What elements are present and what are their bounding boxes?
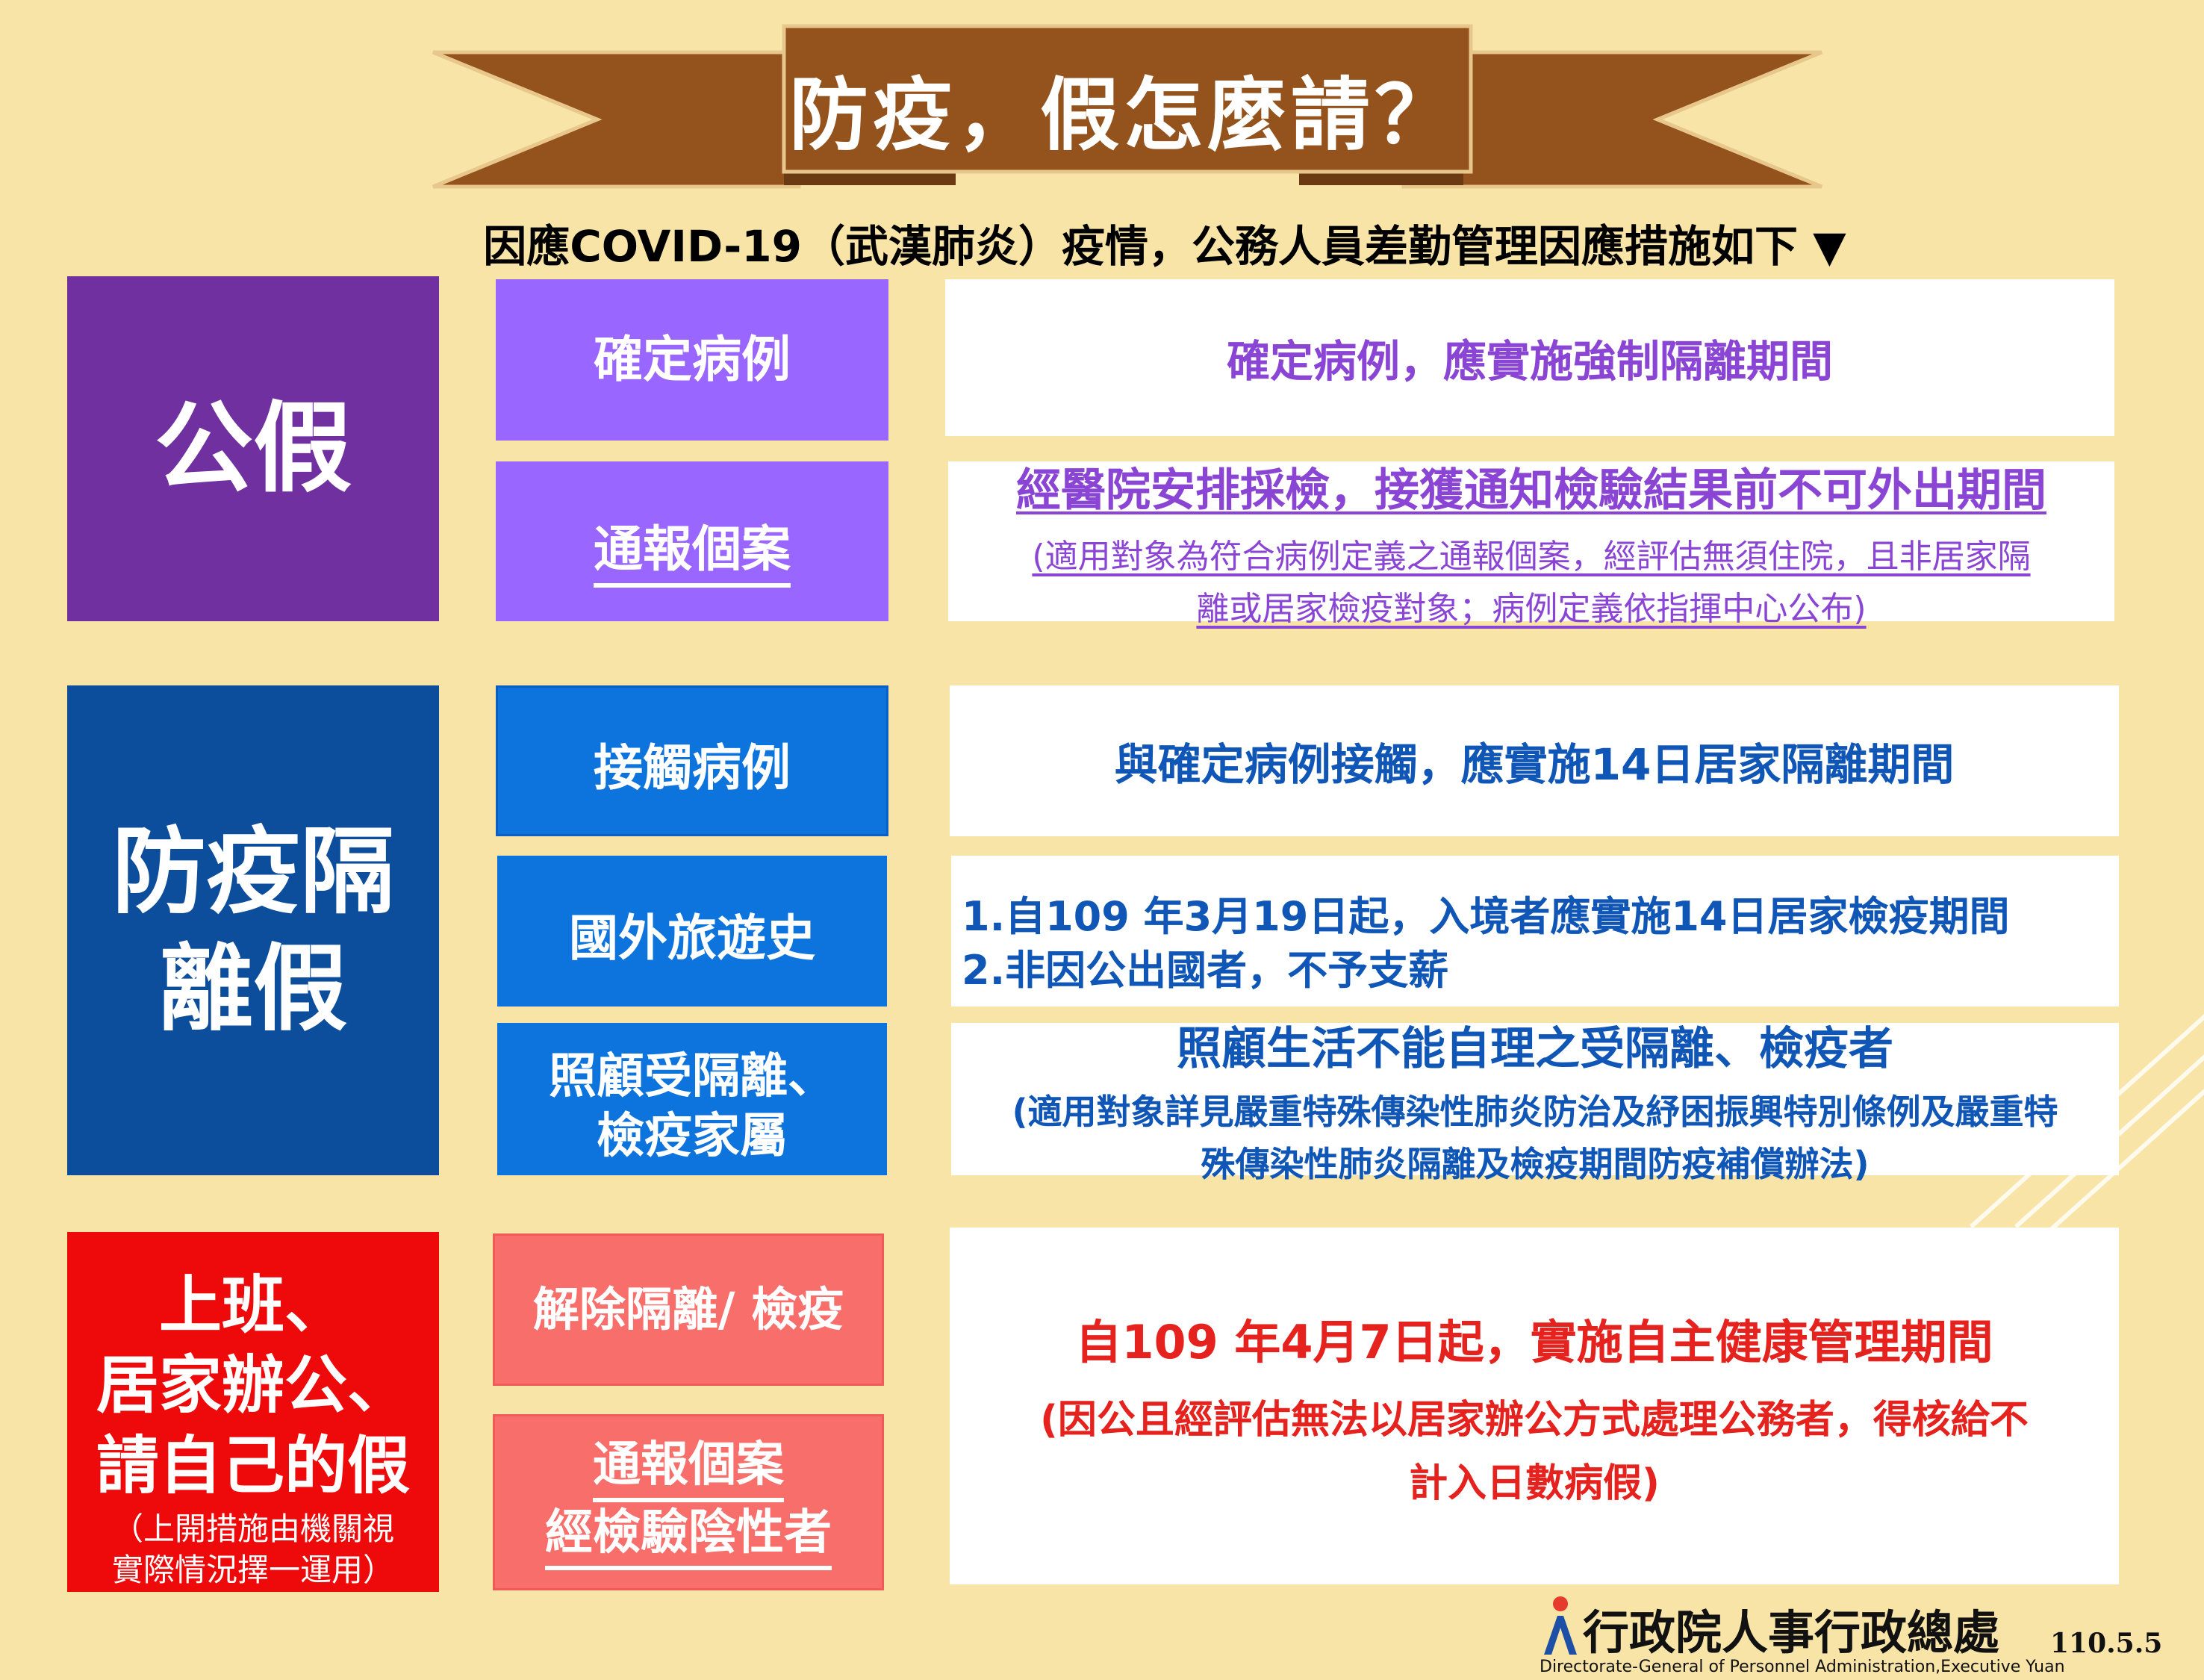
- desc-contact-case: 與確定病例接觸，應實施14日居家隔離期間: [950, 685, 2119, 836]
- desc-care-family: 照顧生活不能自理之受隔離、檢疫者 (適用對象詳見嚴重特殊傳染性肺炎防治及紓困振興…: [951, 1023, 2119, 1184]
- category-official-leave-label: 公假: [155, 391, 352, 506]
- desc-reported-case-main: 經醫院安排採檢，接獲通知檢驗結果前不可外出期間: [1016, 464, 2046, 517]
- label-care-family-line-2: 檢疫家屬: [597, 1109, 788, 1164]
- desc-travel-history: 1.自109 年3月19日起，入境者應實施14日居家檢疫期間 2.非因公出國者，…: [951, 856, 2119, 1007]
- desc-reported-case-note-2: 離或居家檢疫對象；病例定義依指揮中心公布): [1196, 589, 1867, 628]
- label-reported-negative-line-2: 經檢驗陰性者: [545, 1502, 832, 1571]
- travel-history-item-1: 1.自109 年3月19日起，入境者應實施14日居家檢疫期間: [962, 893, 2010, 940]
- desc-confirmed-case: 確定病例，應實施強制隔離期間: [945, 279, 2114, 436]
- label-reported-case: 通報個案: [496, 461, 888, 621]
- desc-care-family-main: 照顧生活不能自理之受隔離、檢疫者: [1177, 1022, 1893, 1075]
- category-official-leave: 公假: [67, 276, 439, 621]
- category-work-line-1: 上班、: [158, 1268, 347, 1342]
- desc-self-health-note-2: 計入日數病假): [1409, 1461, 1660, 1506]
- page-subtitle: 因應COVID-19（武漢肺炎）疫情，公務人員差勤管理因應措施如下 ▼: [483, 221, 1846, 272]
- label-release-quarantine-text: 解除隔離/ 檢疫: [532, 1281, 844, 1337]
- desc-contact-case-text: 與確定病例接觸，應實施14日居家隔離期間: [1114, 739, 1955, 790]
- desc-care-family-note-2: 殊傳染性肺炎隔離及檢疫期間防疫補償辦法): [1201, 1143, 1870, 1184]
- category-work-note-line-1: （上開措施由機關視: [111, 1511, 394, 1548]
- desc-self-health-note-1: (因公且經評估無法以居家辦公方式處理公務者，得核給不: [1040, 1398, 2029, 1443]
- label-confirmed-case: 確定病例: [496, 279, 888, 441]
- desc-care-family-note-1: (適用對象詳見嚴重特殊傳染性肺炎防治及紓困振興特別條例及嚴重特: [1012, 1091, 2058, 1132]
- category-quarantine-line-1: 防疫隔: [112, 816, 394, 927]
- label-confirmed-case-text: 確定病例: [594, 331, 791, 389]
- category-quarantine-line-2: 離假: [159, 934, 347, 1044]
- label-reported-negative-line-1: 通報個案: [593, 1434, 784, 1502]
- category-work-note-line-2: 實際情況擇一運用）: [111, 1552, 394, 1588]
- category-work-or-own-leave: 上班、 居家辦公、 請自己的假: [67, 1232, 439, 1592]
- label-reported-case-text: 通報個案: [594, 517, 791, 588]
- label-travel-history: 國外旅遊史: [497, 856, 887, 1007]
- label-contact-case-text: 接觸病例: [594, 739, 791, 797]
- desc-reported-case: 經醫院安排採檢，接獲通知檢驗結果前不可外出期間 (適用對象為符合病例定義之通報個…: [948, 461, 2114, 628]
- category-work-line-2: 居家辦公、: [96, 1348, 410, 1422]
- label-contact-case: 接觸病例: [496, 685, 888, 836]
- label-care-family-line-1: 照顧受隔離、: [549, 1049, 835, 1104]
- dgpa-logo-icon: [1544, 1596, 1577, 1655]
- org-name: 行政院人事行政總處: [1583, 1605, 2000, 1660]
- label-reported-negative: 通報個案 經檢驗陰性者: [493, 1414, 884, 1590]
- travel-history-item-2: 2.非因公出國者，不予支薪: [962, 947, 1449, 994]
- desc-confirmed-case-text: 確定病例，應實施強制隔離期間: [1226, 336, 1833, 387]
- category-work-note: （上開措施由機關視 實際情況擇一運用）: [67, 1508, 439, 1592]
- category-quarantine-leave: 防疫隔 離假: [67, 685, 439, 1175]
- org-english: Directorate-General of Personnel Adminis…: [1540, 1658, 2065, 1676]
- label-release-quarantine: 解除隔離/ 檢疫: [493, 1233, 884, 1386]
- title-ribbon: [432, 24, 1822, 189]
- label-travel-history-text: 國外旅遊史: [569, 909, 815, 968]
- release-date: 110.5.5: [2050, 1628, 2163, 1659]
- desc-self-health-main: 自109 年4月7日起，實施自主健康管理期間: [1075, 1315, 1993, 1369]
- desc-reported-case-note-1: (適用對象為符合病例定義之通報個案，經評估無須住院，且非居家隔: [1032, 537, 2031, 576]
- page-title: 防疫，假怎麼請？: [789, 69, 1458, 161]
- desc-self-health-management: 自109 年4月7日起，實施自主健康管理期間 (因公且經評估無法以居家辦公方式處…: [950, 1228, 2119, 1584]
- label-care-family: 照顧受隔離、 檢疫家屬: [497, 1023, 887, 1175]
- category-work-line-3: 請自己的假: [96, 1428, 410, 1502]
